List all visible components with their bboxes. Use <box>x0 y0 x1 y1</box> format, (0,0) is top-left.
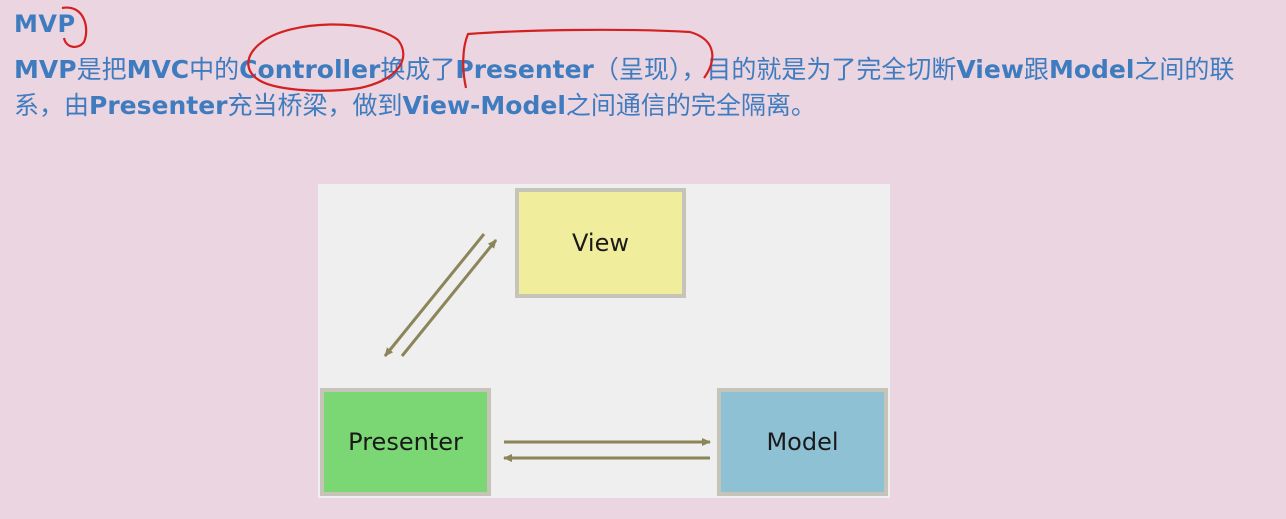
page-title: MVP <box>14 10 76 38</box>
presenter-box: Presenter <box>320 388 491 496</box>
arrow-presenter-to-view <box>400 239 498 357</box>
paragraph-text: 之间的联系，由 <box>14 55 1235 120</box>
paragraph-text: 跟 <box>1023 55 1049 84</box>
description-paragraph: MVP是把MVC中的Controller换成了Presenter（呈现），目的就… <box>14 52 1276 124</box>
paragraph-keyword: MVC <box>126 55 190 84</box>
paragraph-text: 中的 <box>189 55 240 84</box>
paragraph-keyword: MVP <box>14 55 77 84</box>
model-box: Model <box>717 388 888 496</box>
paragraph-keyword: View-Model <box>402 91 566 120</box>
view-box: View <box>515 188 686 298</box>
paragraph-text: 之间通信的完全隔离。 <box>565 91 816 120</box>
mvp-diagram: View Presenter Model <box>318 184 890 498</box>
paragraph-text: 是把 <box>76 55 127 84</box>
diagram-arrows <box>383 233 711 462</box>
model-label: Model <box>766 428 839 456</box>
paragraph-keyword: View <box>956 55 1024 84</box>
paragraph-keyword: Presenter <box>89 91 228 120</box>
paragraph-keyword: Controller <box>239 55 381 84</box>
paragraph-text: （呈现），目的就是为了完全切断 <box>593 55 957 84</box>
paragraph-keyword: Model <box>1048 55 1135 84</box>
view-label: View <box>572 229 629 257</box>
paragraph-keyword: Presenter <box>455 55 594 84</box>
presenter-label: Presenter <box>348 428 463 456</box>
arrow-view-to-presenter <box>383 233 486 357</box>
paragraph-text: 充当桥梁，做到 <box>227 91 403 120</box>
paragraph-text: 换成了 <box>380 55 456 84</box>
